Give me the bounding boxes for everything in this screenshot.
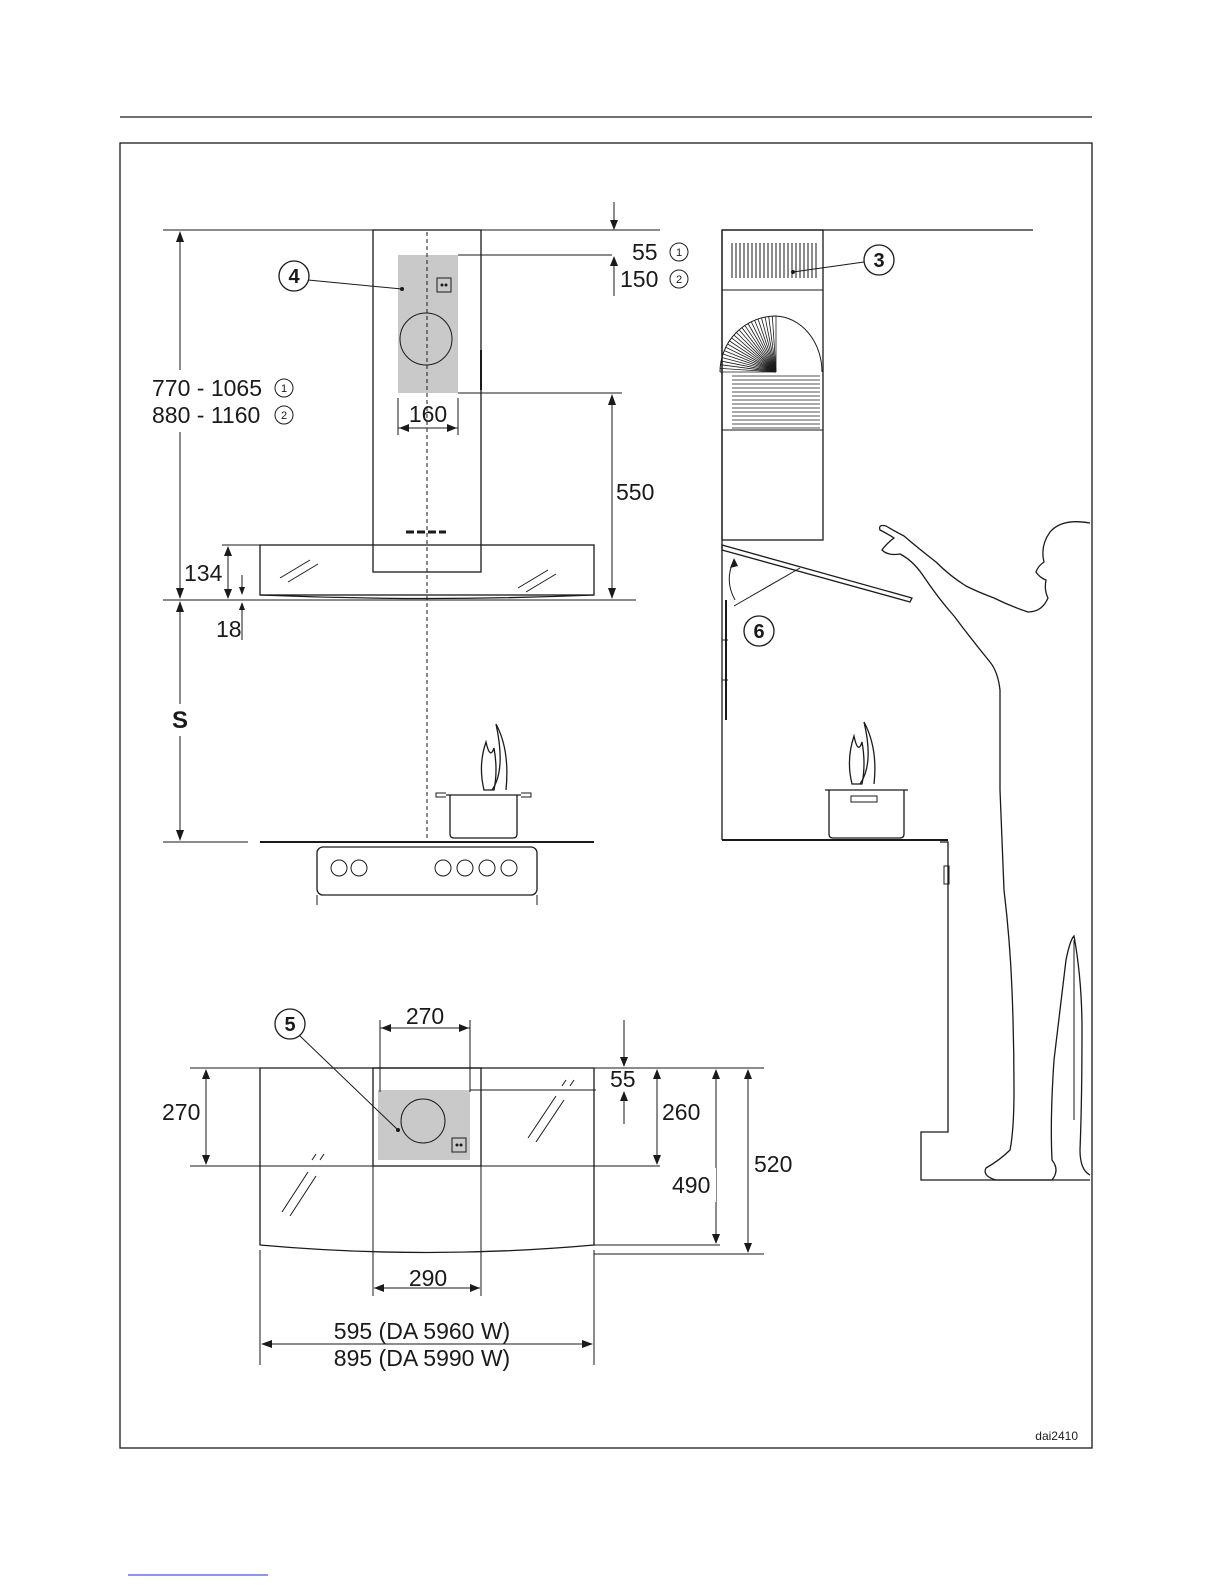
glass-reflection [288, 564, 318, 582]
dim-550-label: 550 [616, 479, 654, 505]
flame-icon [481, 724, 506, 790]
kitchen-unit [921, 842, 1090, 1180]
socket-pin-left [441, 284, 444, 287]
note-2-number: 2 [281, 410, 287, 422]
ventilation-grille [732, 243, 816, 278]
drawing-code: dai2410 [1035, 1429, 1078, 1443]
dim-270-top-label: 270 [406, 1003, 444, 1029]
front-view [140, 202, 660, 905]
hob-knob [457, 860, 473, 876]
cooking-pot-icon [436, 793, 531, 838]
connection-zone-grey [398, 255, 458, 393]
callout-5-number: 5 [284, 1014, 295, 1036]
height-range-2-label: 880 - 1160 [152, 402, 260, 428]
callout-5-leader [300, 1036, 398, 1130]
callout-6-number: 6 [753, 621, 764, 643]
dim-260-label: 260 [662, 1099, 700, 1125]
dim-18-label: 18 [216, 616, 242, 642]
dim-55-label: 55 [632, 239, 658, 265]
hob-knob [435, 860, 451, 876]
callout-4-number: 4 [288, 266, 300, 288]
glass-reflection [280, 560, 310, 578]
note-1-number: 1 [676, 247, 682, 259]
hob-knob [501, 860, 517, 876]
flexible-duct-bend [720, 316, 822, 428]
dim-490-label: 490 [672, 1172, 710, 1198]
side-view [720, 230, 1090, 1180]
socket-pin-right [445, 284, 448, 287]
glass-reflection [526, 574, 556, 592]
diagram-frame [120, 143, 1092, 1448]
dim-270-left-label: 270 [162, 1099, 200, 1125]
side-flame-icon [849, 722, 874, 784]
callout-4-leader [308, 280, 402, 289]
note-1-number: 1 [281, 383, 287, 395]
callout-3-number: 3 [873, 250, 884, 272]
dim-s-label: S [172, 707, 188, 734]
side-pot-icon [825, 790, 908, 838]
width-895-label: 895 (DA 5990 W) [334, 1345, 510, 1371]
dim-160-label: 160 [409, 401, 447, 427]
dim-290-label: 290 [409, 1265, 447, 1291]
connection-zone-plan [378, 1090, 470, 1160]
dim-520-label: 520 [754, 1151, 792, 1177]
hob-knob [351, 860, 367, 876]
tilted-canopy [722, 545, 912, 602]
height-range-1-label: 770 - 1065 [152, 375, 262, 401]
person-silhouette [880, 522, 1090, 1180]
hob-panel [317, 847, 537, 895]
canopy-strut [734, 568, 800, 606]
glass-reflection [518, 570, 548, 588]
dim-55-plan-label: 55 [610, 1066, 636, 1092]
dim-150-label: 150 [620, 266, 658, 292]
width-595-label: 595 (DA 5960 W) [334, 1318, 510, 1344]
note-2-number: 2 [676, 274, 682, 286]
dim-134-label: 134 [184, 560, 223, 586]
hob-knob [479, 860, 495, 876]
hob-knob [331, 860, 347, 876]
